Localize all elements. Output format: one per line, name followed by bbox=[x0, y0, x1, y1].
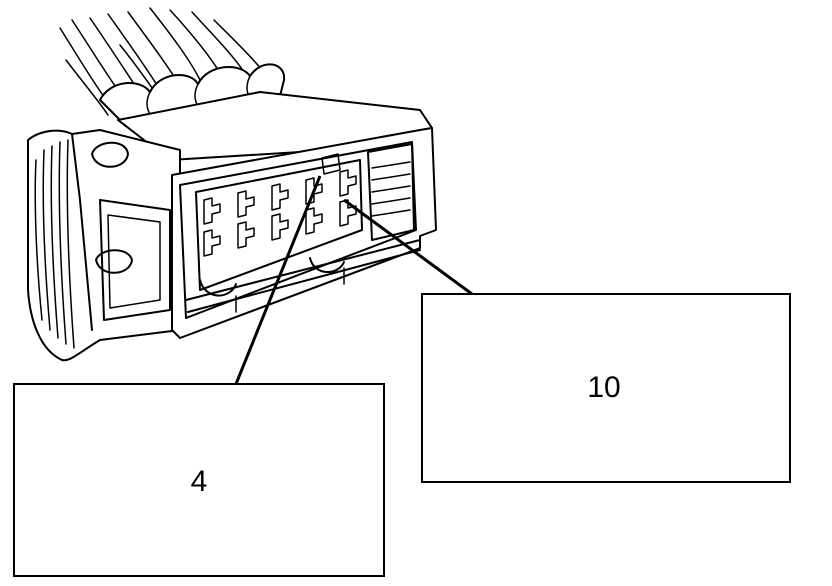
callout-box-pin-10 bbox=[421, 293, 791, 483]
wire-seals bbox=[99, 63, 286, 121]
connector-housing bbox=[171, 127, 437, 339]
callout-label-pin-4: 4 bbox=[191, 465, 208, 498]
wire-bundle bbox=[59, 7, 263, 116]
leader-line-pin-4 bbox=[234, 175, 322, 385]
callout-pin-10: 10 bbox=[421, 293, 791, 483]
callout-box-pin-4 bbox=[13, 383, 385, 577]
leader-line-pin-10 bbox=[343, 198, 473, 296]
callout-pin-4: 4 bbox=[13, 383, 385, 577]
callout-label-pin-10: 10 bbox=[587, 371, 620, 404]
locking-lever bbox=[27, 129, 181, 362]
